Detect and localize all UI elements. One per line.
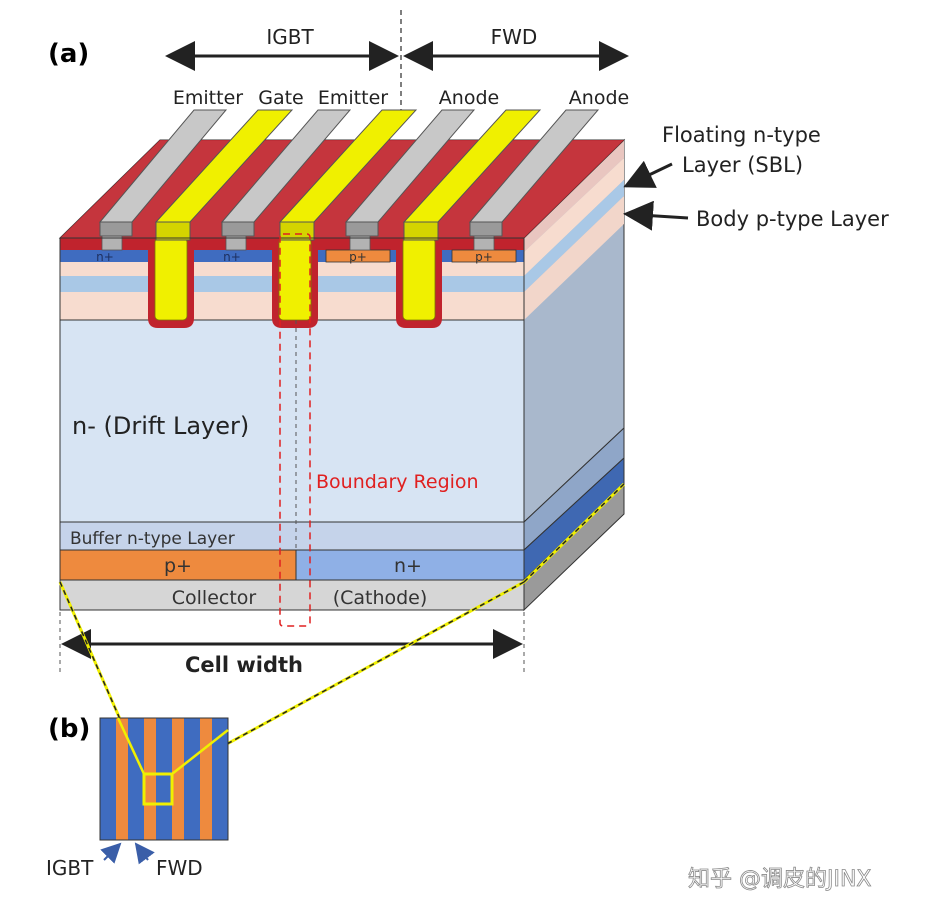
zoom-window-line-left [116, 717, 146, 775]
zoom-window-line-right [171, 729, 229, 775]
stripe-igbt-label: IGBT [46, 856, 94, 880]
stripe-fwd-pointer [134, 842, 155, 865]
gate-bar-2 [278, 109, 418, 241]
p-plus-layer [59, 549, 297, 581]
panel-label-a: (a) [48, 39, 89, 69]
floating-layer-label-line2: Layer (SBL) [682, 153, 803, 177]
trench-gates [148, 237, 442, 328]
floating-layer-pointer [623, 160, 673, 188]
drift-layer-label: n- (Drift Layer) [72, 412, 249, 440]
emitter-label-1: Emitter [173, 87, 243, 109]
gate-label: Gate [258, 87, 304, 109]
stripe-pattern [99, 717, 229, 841]
emitter-bar-1 [98, 109, 228, 251]
panel-label-b: (b) [48, 714, 90, 744]
electrode-bars [98, 109, 600, 251]
gate-bar-3 [402, 109, 542, 241]
n-plus-layer [295, 549, 525, 581]
p-plus-label: p+ [164, 555, 192, 577]
emitter-label-2: Emitter [318, 87, 388, 109]
floating-layer-label-line1: Floating n-type [662, 123, 821, 147]
emitter-bar-2 [220, 109, 352, 251]
boundary-region-label: Boundary Region [316, 471, 479, 493]
stripe-igbt-pointer [100, 842, 122, 864]
zoom-window [142, 772, 174, 806]
n-plus-small-label-1: n+ [96, 250, 114, 264]
cathode-label: (Cathode) [333, 587, 428, 609]
watermark-text: 知乎 @调皮的JINX [688, 867, 872, 892]
n-plus-label: n+ [394, 555, 422, 577]
cell-width-label: Cell width [185, 653, 303, 677]
n-plus-small-label-2: n+ [223, 250, 241, 264]
buffer-layer-label: Buffer n-type Layer [70, 529, 235, 549]
p-plus-small-label-2: p+ [475, 250, 493, 264]
body-layer-pointer [623, 200, 689, 231]
gate-bar-1 [154, 109, 294, 241]
fwd-label: FWD [491, 25, 538, 49]
anode-bar-1 [344, 109, 476, 251]
anode-label-1: Anode [439, 87, 499, 109]
p-plus-small-label-1: p+ [349, 250, 367, 264]
block-side-face [523, 138, 625, 612]
anode-label-2: Anode [569, 87, 629, 109]
igbt-label: IGBT [266, 25, 314, 49]
body-layer-label: Body p-type Layer [696, 207, 889, 231]
collector-label: Collector [172, 587, 257, 609]
collector-layer [59, 579, 525, 611]
stripe-fwd-label: FWD [156, 856, 203, 880]
buffer-layer [59, 521, 525, 551]
anode-bar-2 [468, 109, 600, 251]
boundary-region-box [279, 233, 311, 627]
